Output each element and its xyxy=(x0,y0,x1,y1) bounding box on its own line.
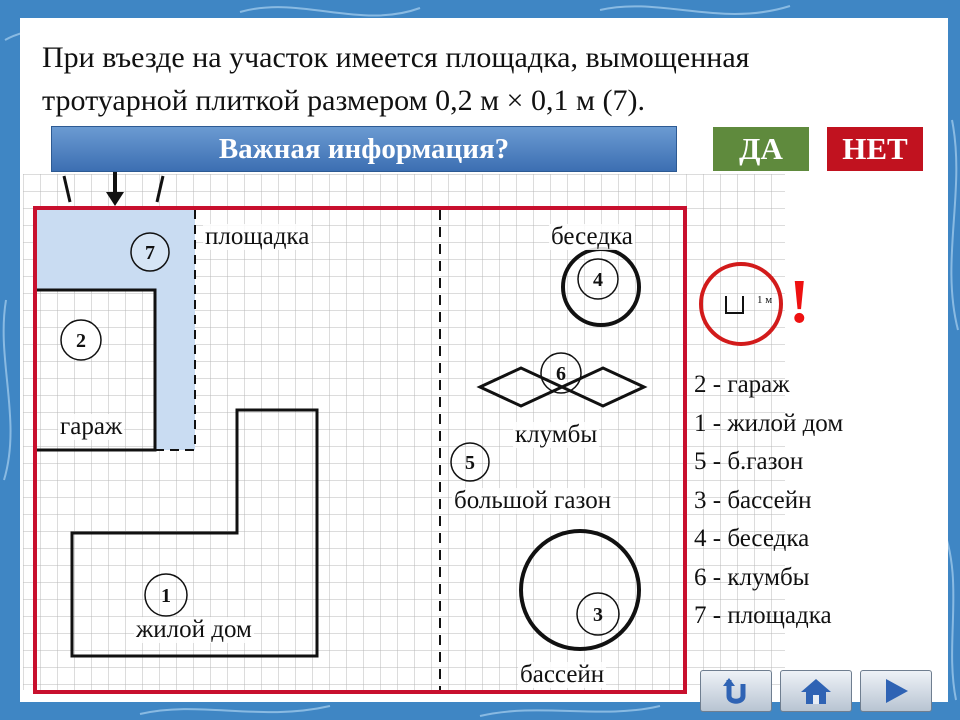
svg-text:6: 6 xyxy=(556,363,566,385)
return-icon xyxy=(723,678,746,704)
label-house: жилой дом xyxy=(134,616,254,643)
question-text: При въезде на участок имеется площадка, … xyxy=(42,36,922,122)
scale-bar-icon xyxy=(725,296,744,314)
label-flowerbeds: клумбы xyxy=(513,421,600,448)
marker-4: 4 xyxy=(577,258,619,300)
marker-5: 5 xyxy=(450,442,490,482)
label-pool: бассейн xyxy=(518,661,607,688)
legend-item: 4 - беседка xyxy=(694,525,810,552)
play-icon xyxy=(886,679,908,703)
plot-boundary xyxy=(33,206,687,694)
next-nav-button[interactable] xyxy=(860,670,932,712)
flowerbed-right xyxy=(558,366,648,408)
no-button[interactable]: НЕТ xyxy=(827,127,923,171)
marker-7: 7 xyxy=(130,232,170,272)
label-garage: гараж xyxy=(58,413,125,440)
marker-2: 2 xyxy=(60,319,102,361)
back-nav-button[interactable] xyxy=(700,670,772,712)
legend-item: 5 - б.газон xyxy=(694,448,804,475)
attention-mark: ! xyxy=(789,268,810,336)
svg-text:4: 4 xyxy=(593,269,603,291)
label-gazebo: беседка xyxy=(549,223,635,250)
question-line-2: тротуарной плиткой размером 0,2 м × 0,1 … xyxy=(42,84,645,117)
home-icon xyxy=(801,679,831,704)
yes-button[interactable]: ДА xyxy=(713,127,809,171)
gate-left-post xyxy=(62,175,72,203)
marker-6: 6 xyxy=(540,352,582,394)
pool-shape xyxy=(519,529,641,651)
legend-item: 3 - бассейн xyxy=(694,486,812,514)
svg-text:2: 2 xyxy=(76,330,86,352)
legend-item: 6 - клумбы xyxy=(694,563,810,591)
garage-outline xyxy=(37,288,157,452)
svg-text:1: 1 xyxy=(161,585,171,607)
marker-1: 1 xyxy=(144,573,188,617)
home-nav-button[interactable] xyxy=(780,670,852,712)
label-platform: площадка xyxy=(203,223,312,250)
scale-highlight-circle xyxy=(699,262,783,346)
scale-label: 1 м xyxy=(757,294,773,306)
svg-text:7: 7 xyxy=(145,242,155,264)
svg-text:5: 5 xyxy=(465,452,475,474)
svg-text:3: 3 xyxy=(593,604,603,626)
legend-item: 2 - гараж xyxy=(694,371,790,398)
house-outline xyxy=(70,408,319,658)
marker-3: 3 xyxy=(576,592,620,636)
label-big-lawn: большой газон xyxy=(452,487,614,514)
legend-list: 2 - гараж 1 - жилой дом 5 - б.газон 3 - … xyxy=(694,366,843,636)
legend-item: 7 - площадка xyxy=(694,602,832,629)
entry-arrow-icon xyxy=(106,172,124,206)
platform-strip xyxy=(155,210,195,450)
gate-right-post xyxy=(155,175,165,203)
legend-item: 1 - жилой дом xyxy=(694,409,844,437)
important-info-banner: Важная информация? xyxy=(51,126,677,172)
question-line-1: При въезде на участок имеется площадка, … xyxy=(42,41,750,74)
